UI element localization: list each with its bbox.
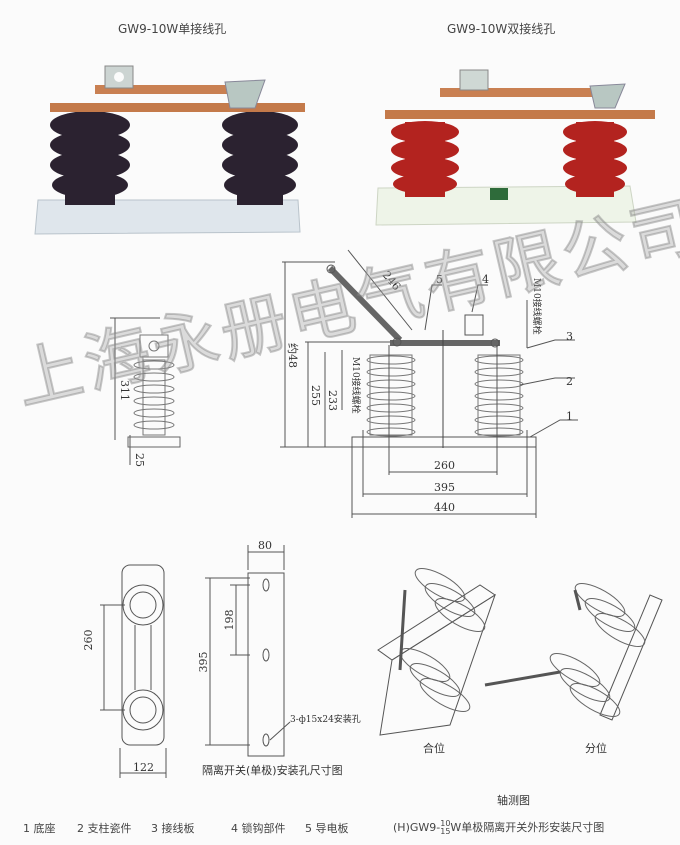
part-1-label: 1 [566,410,573,423]
height-198-label: 198 [223,610,236,631]
single-terminal-title: GW9-10W单接线孔 [118,22,227,36]
legend-item-3: 3 接线板 [151,822,195,835]
span-395-label: 395 [434,481,455,494]
legend-item-1: 1 底座 [23,822,56,835]
main-title-sub: 15 [440,827,451,836]
single-terminal-photo [34,65,305,235]
legend-item-4: 4 锁钩部件 [231,822,286,835]
width-122-label: 122 [133,761,154,774]
isometric-closed-view [377,568,496,736]
part-2-label: 2 [566,375,573,388]
height-255-label: 255 [309,385,322,406]
isometric-open-view [484,583,663,721]
total-height-label: 约48 [286,343,299,368]
mounting-top-view [100,564,167,778]
legend-item-5: 5 导电板 [305,822,349,835]
part-3-label: 3 [566,330,573,343]
bolt-label-left: M10接线螺栓 [350,357,362,414]
closed-position-label: 合位 [423,742,445,755]
main-title-prefix: (H)GW9- [393,821,441,834]
front-view-drawing [280,249,578,518]
height-233-label: 233 [326,390,339,411]
main-title-suffix: W单极隔离开关外形安装尺寸图 [450,821,605,834]
double-terminal-photo [375,69,655,226]
main-title-sup: 10 [440,819,451,828]
span-260-label: 260 [434,459,455,472]
span-440-label: 440 [434,501,455,514]
mounting-side-view [205,545,291,757]
side-view-drawing [110,317,181,465]
top-260-label: 260 [82,630,95,651]
legend-item-2: 2 支柱瓷件 [77,822,132,835]
double-terminal-title: GW9-10W双接线孔 [447,22,556,36]
hole-spec-label: 3-ф15x24安装孔 [290,713,361,725]
bolt-label-right: M10接线螺栓 [531,278,543,335]
isometric-caption: 轴测图 [497,794,530,807]
height-395-label: 395 [197,652,210,673]
part-5-label: 5 [436,273,443,286]
open-position-label: 分位 [585,742,607,755]
side-height-label: 311 [118,380,131,401]
width-80-label: 80 [258,539,272,552]
side-base-label: 25 [133,453,146,467]
part-4-label: 4 [482,273,489,286]
mounting-caption: 隔离开关(单极)安装孔尺寸图 [202,764,343,777]
